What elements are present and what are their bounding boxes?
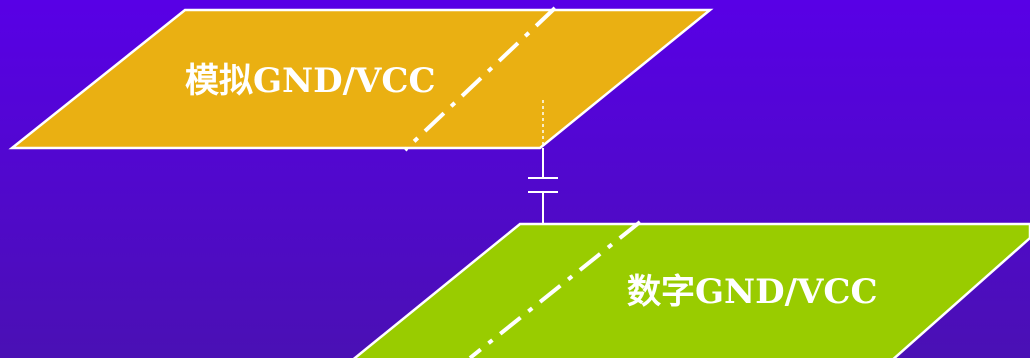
capacitor-icon: [528, 100, 558, 242]
digital-plane-label: 数字GND/VCC: [627, 272, 878, 312]
digital-plane: 数字GND/VCC: [352, 220, 1030, 358]
digital-plane-dash-line: [468, 220, 642, 358]
analog-plane-shape: [8, 8, 714, 150]
digital-plane-shape: [352, 222, 1030, 358]
analog-plane: 模拟GND/VCC: [8, 6, 714, 152]
analog-plane-label: 模拟GND/VCC: [185, 61, 436, 101]
analog-plane-dash-line: [403, 6, 557, 152]
